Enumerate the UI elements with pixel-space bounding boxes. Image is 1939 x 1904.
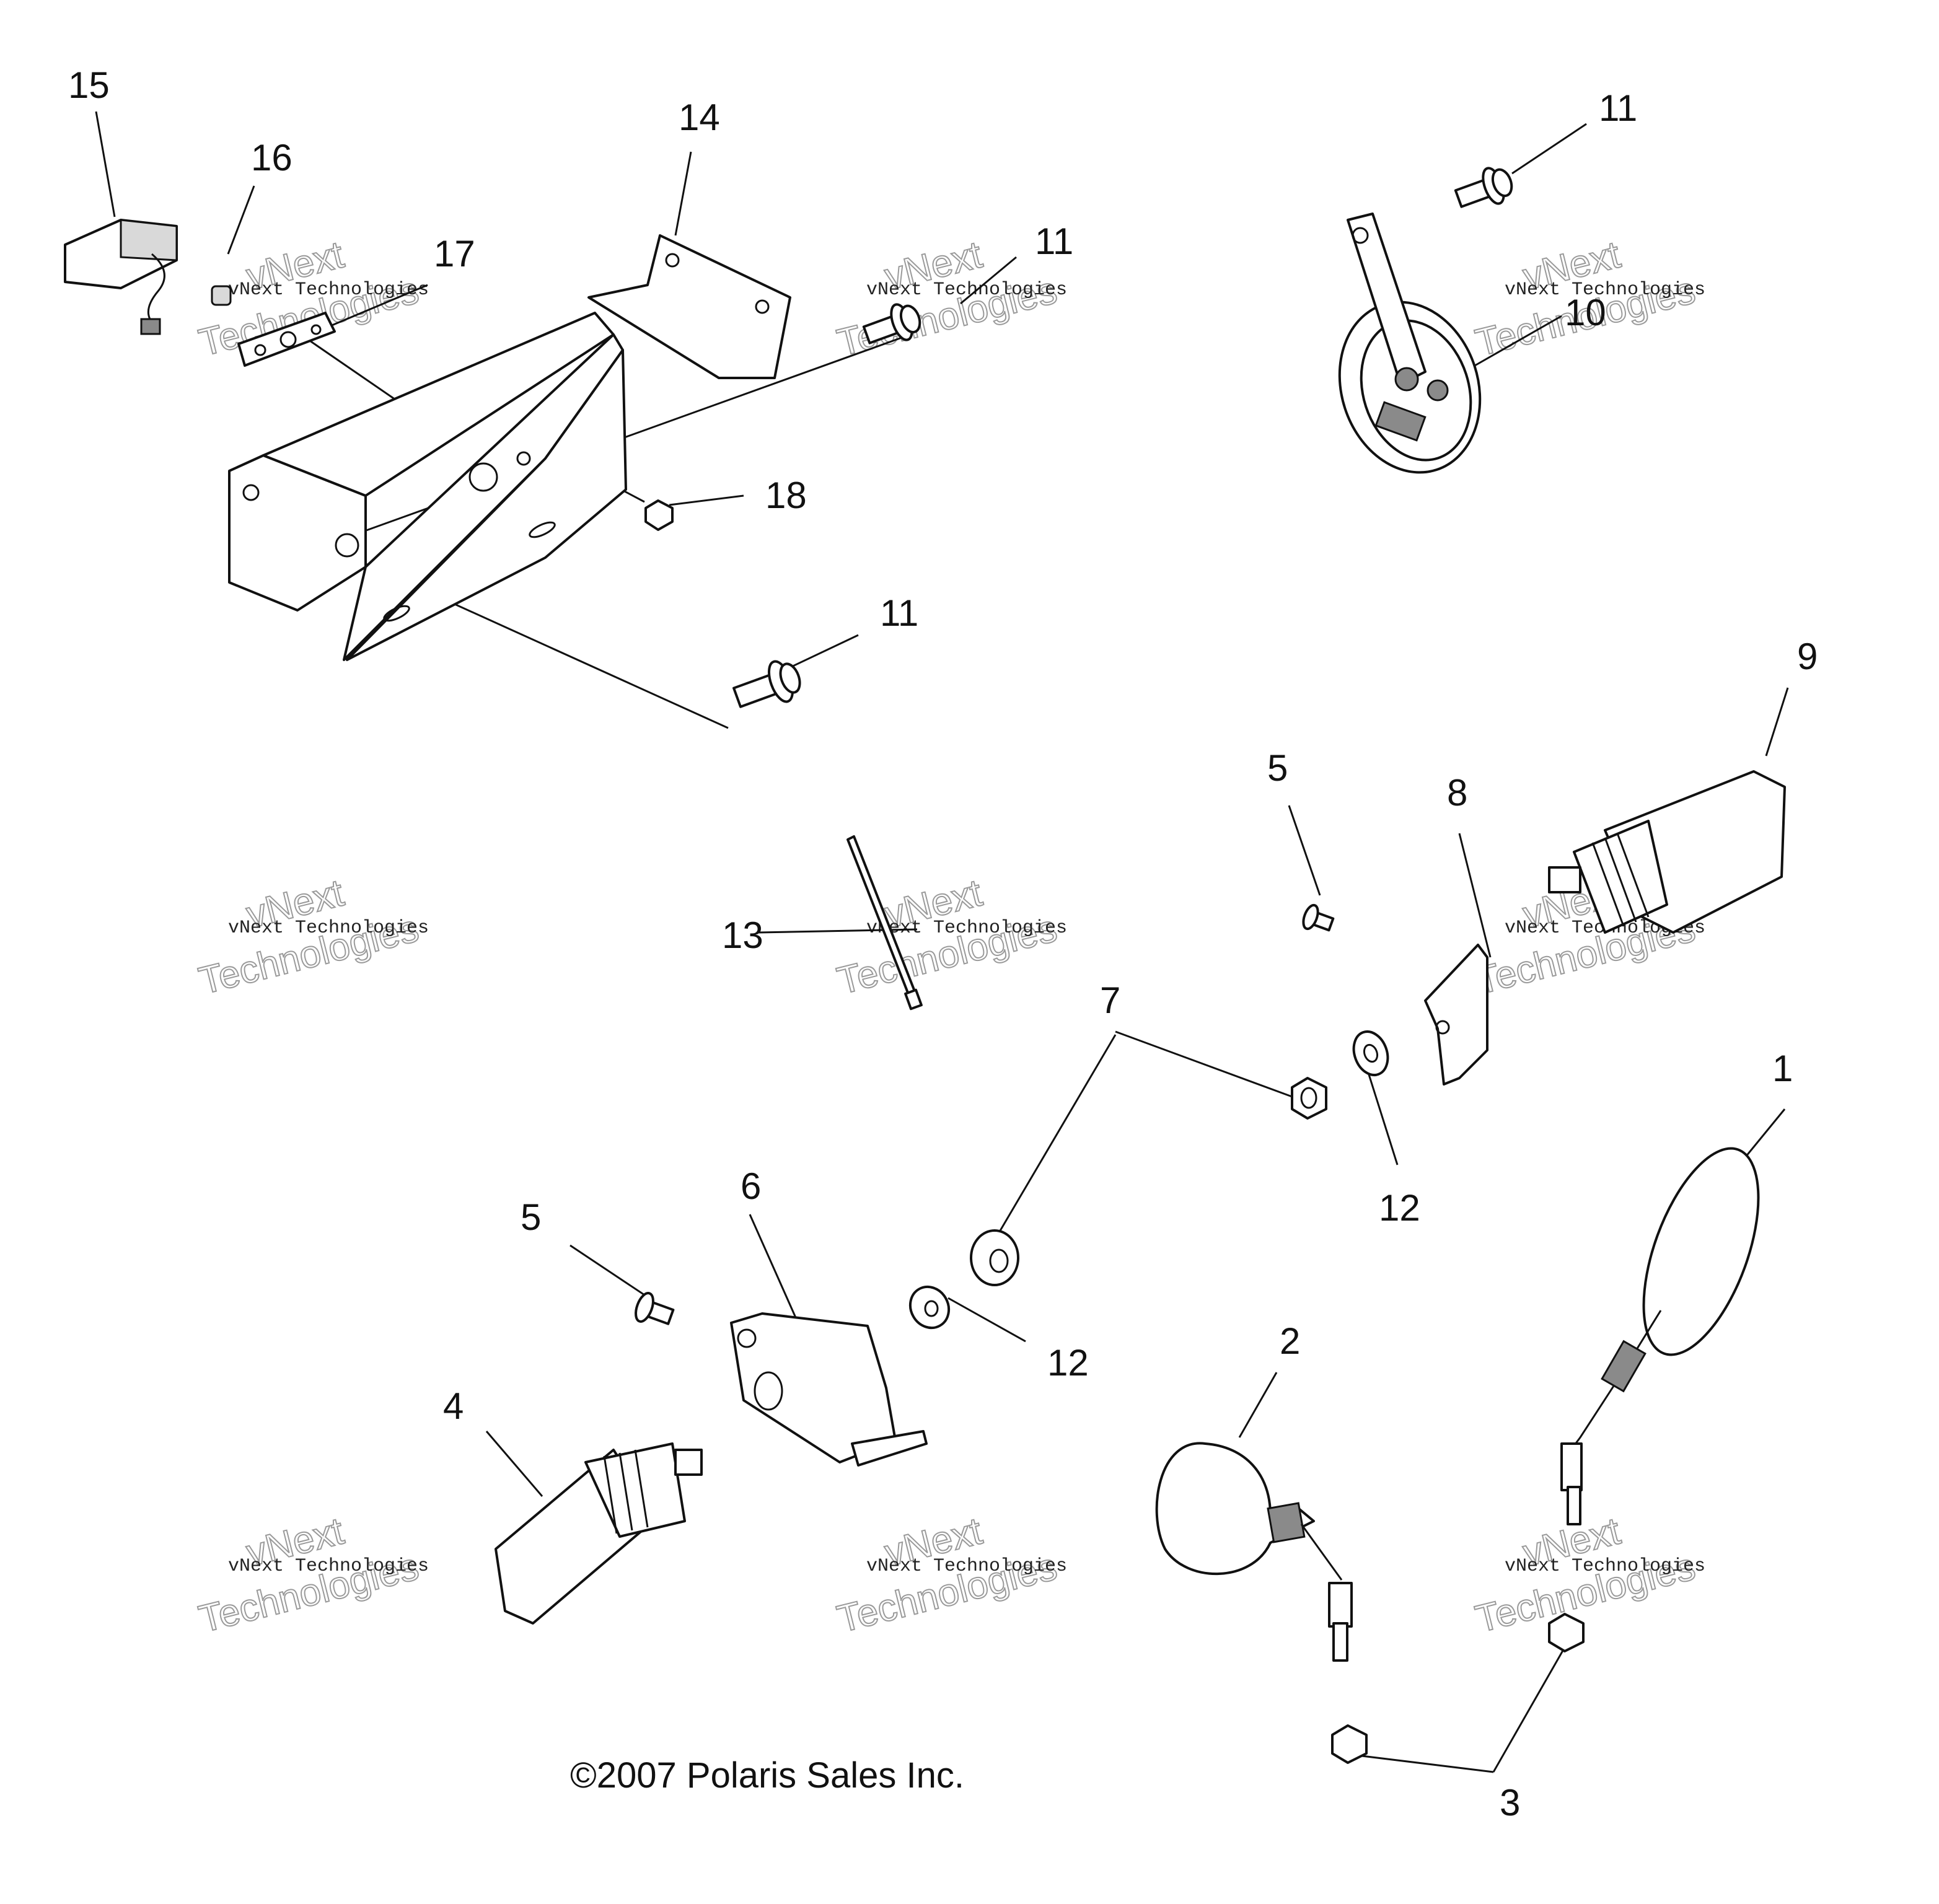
watermark-2-text: vNext Technologies <box>866 279 1067 301</box>
callout-9: 9 <box>1797 636 1818 677</box>
nut-part-b <box>1291 1077 1327 1120</box>
callout-12-b: 12 <box>1047 1342 1089 1384</box>
turn-signal-bracket-right-part <box>1424 944 1488 1086</box>
watermark-3-text: vNext Technologies <box>1505 279 1705 301</box>
copyright-text: ©2007 Polaris Sales Inc. <box>570 1755 964 1796</box>
callout-11-a: 11 <box>1035 221 1073 262</box>
callout-12-a: 12 <box>1379 1187 1420 1229</box>
callout-11-b: 11 <box>880 592 918 634</box>
turn-signal-left-part <box>495 1442 703 1625</box>
horn-part <box>1338 213 1482 474</box>
callout-14: 14 <box>679 97 720 138</box>
watermark-4-text: vNext Technologies <box>228 918 429 939</box>
cable-tie-part <box>846 835 923 1011</box>
mirror-right-part <box>1560 1147 1760 1525</box>
watermark-7-text: vNext Technologies <box>228 1556 429 1577</box>
callout-15: 15 <box>68 64 110 106</box>
bolt-part-a <box>862 303 921 344</box>
flange-nut-part <box>970 1229 1019 1286</box>
watermark-8-text: vNext Technologies <box>866 1556 1067 1577</box>
callout-3: 3 <box>1500 1782 1520 1823</box>
callout-7: 7 <box>1100 980 1120 1021</box>
callout-17: 17 <box>434 233 475 274</box>
turn-signal-bracket-left-part <box>730 1312 928 1467</box>
callout-18: 18 <box>765 475 807 516</box>
callouts: 15 16 17 14 11 18 11 11 10 9 5 8 13 7 12… <box>68 64 1818 1823</box>
watermark-1-text: vNext Technologies <box>228 279 429 301</box>
bolt-part-b <box>732 660 801 708</box>
license-lamp-part <box>64 219 178 335</box>
callout-1: 1 <box>1772 1048 1793 1089</box>
watermark-5-text: vNext Technologies <box>866 918 1067 939</box>
callout-2: 2 <box>1280 1320 1300 1362</box>
callout-16: 16 <box>251 137 292 178</box>
screw-part-a <box>1302 903 1335 932</box>
washer-part-b <box>908 1285 951 1330</box>
callout-13: 13 <box>722 915 763 956</box>
turn-signal-right-part <box>1548 770 1786 934</box>
watermark-9-text: vNext Technologies <box>1505 1556 1705 1577</box>
callout-6: 6 <box>741 1165 761 1207</box>
nut-part-c <box>1331 1613 1585 1764</box>
screw-part-b <box>635 1292 675 1325</box>
callout-11-c: 11 <box>1599 87 1637 129</box>
nut-part-a <box>644 499 674 531</box>
bolt-part-c <box>1454 167 1513 208</box>
callout-10: 10 <box>1565 292 1606 333</box>
mount-plate-part <box>237 312 336 367</box>
callout-5-b: 5 <box>521 1196 541 1238</box>
callout-5-a: 5 <box>1267 747 1288 789</box>
bracket-part <box>228 234 791 661</box>
washer-part-a <box>1352 1030 1389 1076</box>
callout-8: 8 <box>1447 772 1467 814</box>
mirror-left-part <box>1155 1442 1353 1662</box>
callout-4: 4 <box>443 1385 464 1427</box>
bushing-part <box>211 285 232 306</box>
